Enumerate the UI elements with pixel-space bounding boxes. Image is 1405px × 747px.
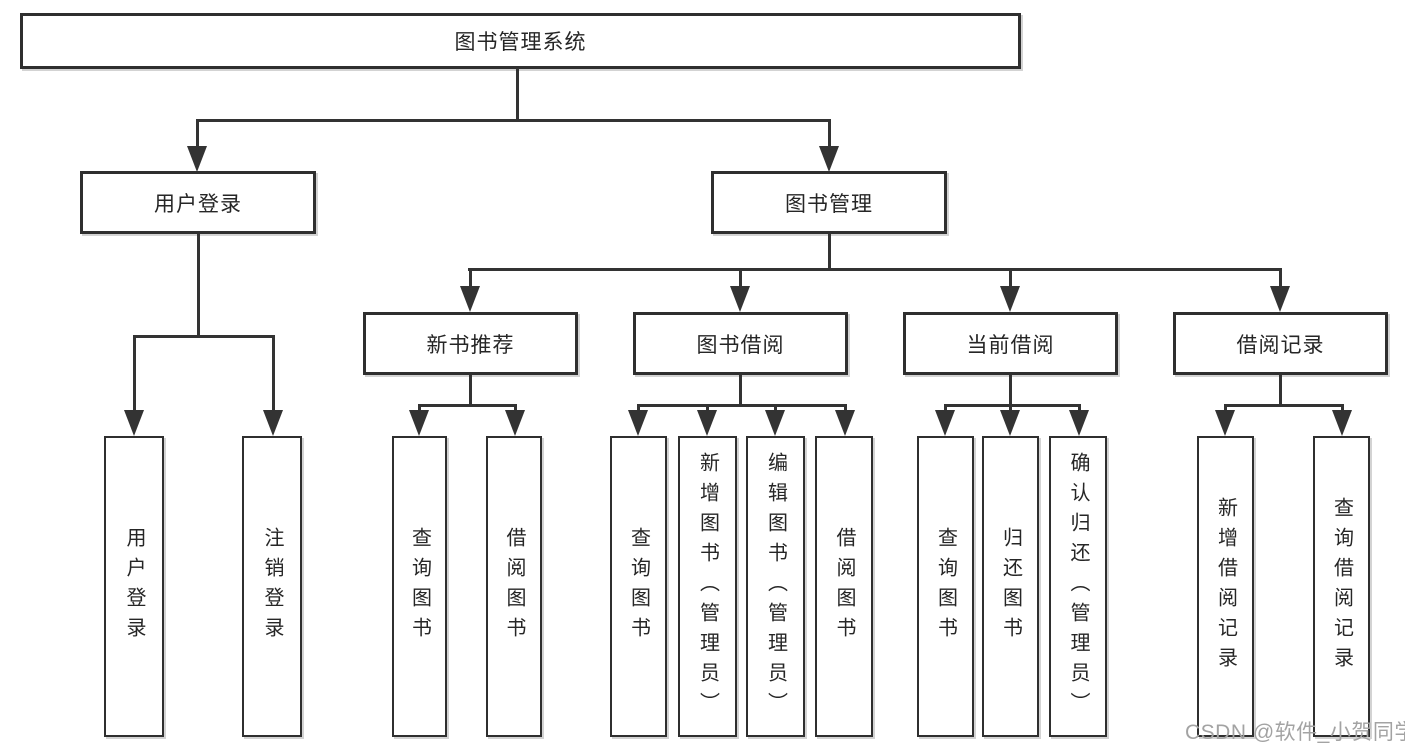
node-book-borrowing-label: 图书借阅 [696,333,785,357]
node-br-query-record-label: 查询借阅记录 [1330,496,1353,677]
arrow-down-icon [505,410,525,436]
node-book-borrowing: 图书借阅 [633,312,848,375]
node-new-book-rec-label: 新书推荐 [426,333,515,357]
node-book-management-label: 图书管理 [785,192,873,216]
connector-book-management-stem [828,234,831,270]
connector-current-borrowing-bus [944,404,1081,407]
connector-new-book-rec-bus [418,404,517,407]
node-bb-edit-books-label: 编辑图书（管理员） [764,451,787,722]
connector-to-ul-user-login [133,335,136,414]
node-current-borrowing-label: 当前借阅 [966,333,1055,357]
connector-user-login-bus [133,335,275,338]
connector-current-borrowing-stem [1009,375,1012,406]
node-bb-edit-books: 编辑图书（管理员） [746,436,805,737]
node-br-add-record: 新增借阅记录 [1197,436,1254,737]
node-bb-query-books: 查询图书 [610,436,667,737]
node-bb-add-books-label: 新增图书（管理员） [696,451,719,722]
node-ul-user-login-label: 用户登录 [123,526,145,647]
arrow-down-icon [124,410,144,436]
node-cb-query-books-label: 查询图书 [934,526,957,647]
connector-root-bus [196,119,831,122]
node-user-login: 用户登录 [80,171,316,234]
arrow-down-icon [1069,410,1089,436]
arrow-down-icon [263,410,283,436]
connector-to-ul-logout [272,335,275,414]
node-nr-borrow-books: 借阅图书 [486,436,542,737]
node-nr-query-books-label: 查询图书 [408,526,431,647]
connector-root-stem [516,68,519,121]
arrow-down-icon [1332,410,1352,436]
node-bb-add-books: 新增图书（管理员） [678,436,737,737]
arrow-down-icon [765,410,785,436]
arrow-down-icon [1000,410,1020,436]
connector-to-current-borrowing [1009,268,1012,290]
node-cb-query-books: 查询图书 [917,436,974,737]
arrow-down-icon [409,410,429,436]
node-bb-borrow-books-label: 借阅图书 [833,526,855,647]
node-ul-logout-label: 注销登录 [261,526,283,647]
node-bb-borrow-books: 借阅图书 [815,436,873,737]
connector-book-borrowing-stem [739,375,742,406]
node-current-borrowing: 当前借阅 [903,312,1118,375]
arrow-down-icon [819,146,839,172]
node-user-login-label: 用户登录 [154,192,242,216]
node-ul-logout: 注销登录 [242,436,302,737]
arrow-down-icon [697,410,717,436]
node-br-add-record-label: 新增借阅记录 [1214,496,1237,677]
node-borrowing-records-label: 借阅记录 [1236,333,1325,357]
connector-book-borrowing-bus [637,404,847,407]
connector-new-book-rec-stem [469,375,472,406]
connector-to-user-login [196,119,199,148]
arrow-down-icon [1000,286,1020,312]
node-root: 图书管理系统 [20,13,1021,69]
node-ul-user-login: 用户登录 [104,436,164,737]
node-book-management: 图书管理 [711,171,947,234]
node-nr-query-books: 查询图书 [392,436,447,737]
node-cb-confirm-return-label: 确认归还（管理员） [1067,451,1089,722]
arrow-down-icon [835,410,855,436]
connector-borrowing-records-stem [1279,375,1282,406]
arrow-down-icon [628,410,648,436]
connector-to-book-management [828,119,831,148]
node-bb-query-books-label: 查询图书 [627,526,650,647]
connector-borrowing-records-bus [1224,404,1344,407]
node-root-label: 图书管理系统 [454,31,587,54]
node-new-book-rec: 新书推荐 [363,312,578,375]
connector-user-login-stem [197,234,200,337]
arrow-down-icon [187,146,207,172]
node-cb-return-books: 归还图书 [982,436,1039,737]
connector-to-book-borrowing [739,268,742,290]
arrow-down-icon [1270,286,1290,312]
arrow-down-icon [730,286,750,312]
arrow-down-icon [460,286,480,312]
csdn-watermark: CSDN @软件_小贺同学 [1185,721,1405,744]
node-cb-confirm-return: 确认归还（管理员） [1049,436,1107,737]
node-borrowing-records: 借阅记录 [1173,312,1388,375]
node-nr-borrow-books-label: 借阅图书 [503,526,525,647]
connector-to-borrowing-records [1279,268,1282,290]
arrow-down-icon [1215,410,1235,436]
connector-book-management-bus [468,268,1282,271]
node-br-query-record: 查询借阅记录 [1313,436,1370,737]
node-cb-return-books-label: 归还图书 [999,526,1022,647]
connector-to-new-book-rec [469,268,472,290]
arrow-down-icon [935,410,955,436]
